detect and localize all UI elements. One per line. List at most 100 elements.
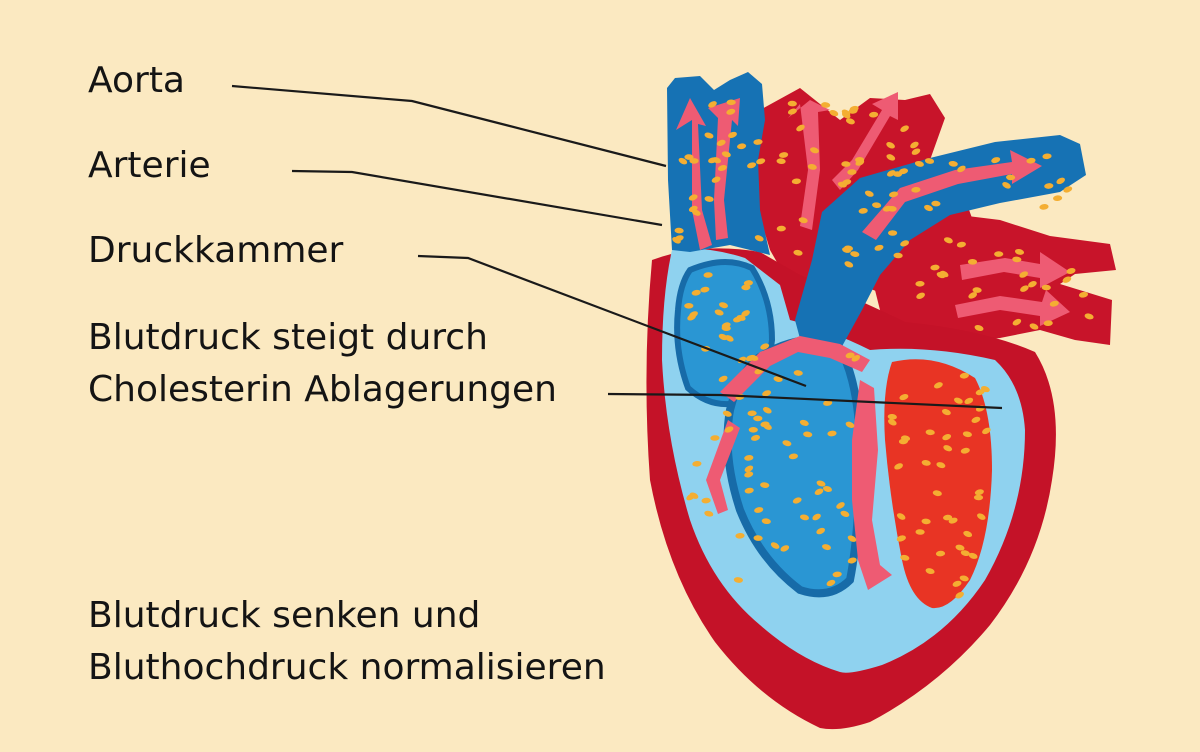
flow-arrow-left-down [706, 420, 740, 514]
cholesterol-dot [959, 372, 969, 379]
cholesterol-dot [754, 235, 764, 242]
cholesterol-dot [1028, 281, 1037, 288]
flow-arrow-valve-1 [720, 336, 870, 402]
cholesterol-dot [691, 209, 701, 216]
cholesterol-dot [1039, 204, 1049, 210]
cholesterol-dot [915, 280, 925, 287]
cholesterol-dot [821, 544, 832, 551]
cholesterol-dot [898, 168, 909, 175]
cholesterol-dot [841, 109, 851, 117]
cholesterol-dot [911, 186, 921, 193]
cholesterol-dots [672, 99, 1094, 599]
cholesterol-dot [935, 550, 946, 557]
cholesterol-dot [714, 309, 724, 316]
cholesterol-dot [724, 426, 734, 433]
caption-line-1: Blutdruck senken und [88, 595, 481, 636]
cholesterol-dot [980, 386, 990, 393]
cholesterol-dot [753, 415, 763, 422]
cholesterol-dot [842, 179, 852, 186]
cholesterol-dot [967, 258, 978, 265]
cholesterol-dot [776, 225, 786, 232]
cholesterol-dot [1084, 313, 1094, 320]
arterie-leader-line [291, 169, 663, 227]
cholesterol-dot [691, 289, 701, 296]
cholesterol-dot [900, 435, 911, 442]
cholesterol-dot [971, 416, 981, 423]
cholesterol-dot [750, 434, 761, 441]
cholesterol-dot [1020, 285, 1029, 292]
cholesterol-dot [744, 471, 754, 478]
artery-vessel [795, 135, 1086, 350]
cholesterol-dot [943, 514, 953, 521]
cholesterol-dot [826, 579, 836, 587]
cholesterol-dot [791, 178, 801, 185]
cholesterol-dot [810, 147, 819, 154]
cholesterol-dot [678, 157, 688, 165]
cholesterol-dot [842, 247, 852, 253]
label-druckkammer: Druckkammer [88, 230, 344, 271]
cholesterol-dot [911, 148, 921, 155]
cholesterol-dot [956, 241, 966, 248]
cholesterol-dot [1041, 284, 1051, 291]
cholesterol-dot [728, 131, 737, 138]
cholesterol-dot [841, 161, 851, 167]
cholesterol-dot [704, 132, 714, 139]
cholesterol-dot [741, 310, 750, 317]
cholesterol-dot [931, 200, 941, 207]
cholesterol-dot [674, 227, 684, 234]
cholesterol-dot [888, 230, 898, 236]
cholesterol-dot [1002, 182, 1011, 189]
cholesterol-dot [718, 375, 728, 383]
cholesterol-dot [737, 143, 747, 150]
cholesterol-dot [1014, 248, 1025, 255]
cholesterol-dot [948, 160, 958, 167]
flow-arrow-aorta-1 [676, 98, 712, 250]
cholesterol-dot [914, 160, 924, 167]
cholesterol-dot [968, 552, 978, 559]
cholesterol-dot [787, 100, 797, 107]
cholesterol-dot [760, 482, 770, 488]
cholesterol-dot [973, 494, 984, 501]
cholesterol-dot [968, 292, 978, 299]
cholesterol-dot [832, 571, 842, 578]
cholesterol-dot [718, 333, 728, 341]
cholesterol-dot [1026, 157, 1036, 164]
cholesterol-dot [1044, 183, 1054, 189]
cholesterol-dot [733, 577, 743, 583]
cholesterol-dot [722, 410, 732, 417]
cholesterol-dot [725, 335, 734, 342]
label-cholesterol-line-1: Blutdruck steigt durch [88, 317, 488, 358]
cholesterol-dot [689, 311, 698, 318]
cholesterol-dot [793, 370, 803, 376]
cholesterol-dot [773, 376, 783, 382]
cholesterol-dot [975, 389, 985, 396]
cholesterol-dot [686, 493, 695, 501]
cholesterol-dot [848, 108, 858, 114]
cholesterol-dot [847, 535, 857, 542]
right-red-chamber [884, 359, 992, 609]
cholesterol-dot [735, 532, 745, 539]
cholesterol-dot [703, 272, 713, 278]
cholesterol-dot [787, 108, 797, 115]
cholesterol-dot [925, 429, 935, 436]
cholesterol-dot [762, 390, 772, 397]
cholesterol-dot [936, 462, 946, 469]
cholesterol-dot [943, 445, 953, 452]
cholesterol-dot [1012, 256, 1022, 263]
cholesterol-dot [1019, 271, 1029, 278]
cholesterol-dot [812, 513, 821, 521]
cholesterol-dot [1053, 195, 1063, 202]
flow-arrow-right-1 [960, 252, 1070, 288]
cholesterol-dot [925, 568, 935, 575]
cholesterol-dot [761, 518, 771, 525]
label-cholesterol: Blutdruck steigt durch Cholesterin Ablag… [88, 312, 557, 416]
cholesterol-dot [763, 407, 772, 414]
cholesterol-dot [1012, 318, 1022, 326]
cholesterol-dot [887, 413, 897, 420]
cholesterol-dot [991, 157, 1001, 164]
cholesterol-dot [858, 208, 868, 214]
cholesterol-dot [816, 480, 826, 487]
cholesterol-dot [798, 217, 808, 224]
cholesterol-dot [827, 430, 837, 437]
